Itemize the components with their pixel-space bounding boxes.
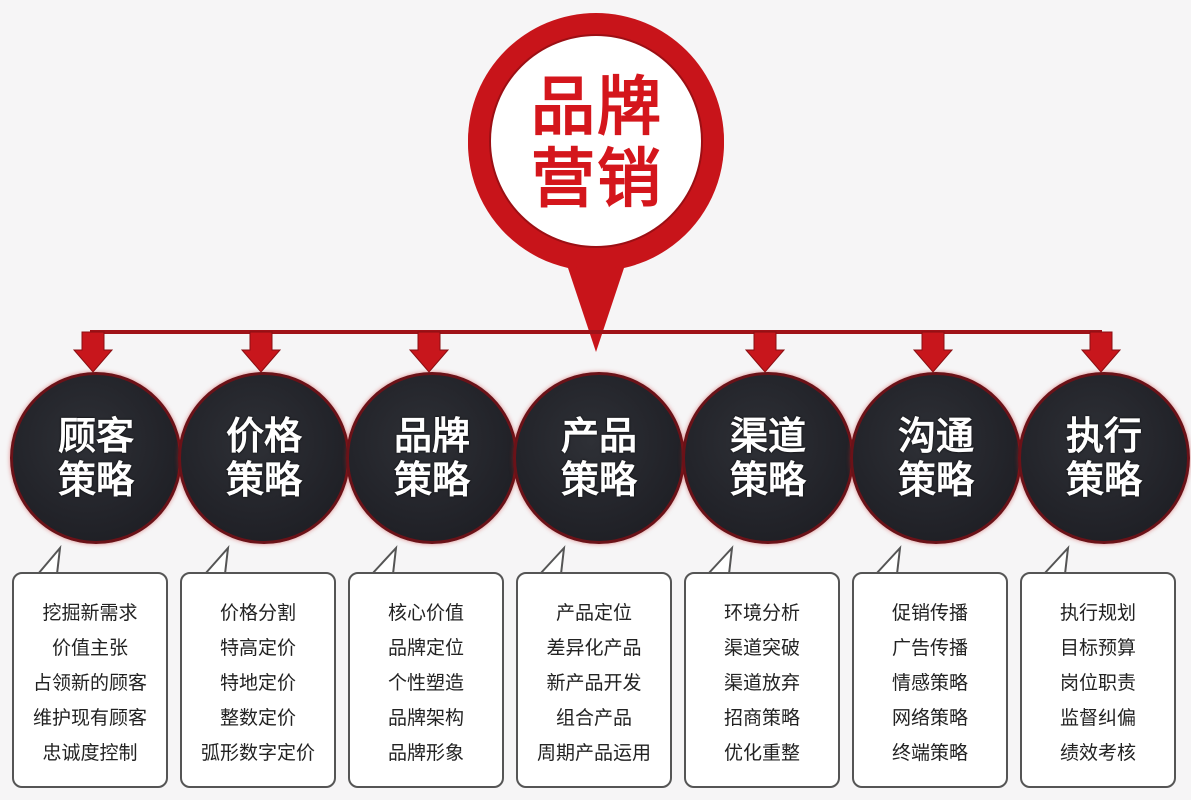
list-item: 情感策略 [891, 672, 968, 694]
title-line-1: 品牌 [531, 71, 663, 145]
list-item: 网络策略 [891, 707, 968, 729]
list-item: 周期产品运用 [536, 742, 651, 764]
list-item: 价格分割 [219, 602, 296, 624]
list-item: 促销传播 [891, 602, 968, 624]
list-item: 核心价值 [387, 602, 464, 624]
down-arrows [72, 331, 1122, 373]
list-item: 组合产品 [555, 707, 632, 729]
node-price-strategy: 价格 策略 [178, 372, 350, 544]
node-label-2: 策略 [57, 458, 134, 502]
node-label-2: 策略 [1065, 458, 1142, 502]
list-item: 招商策略 [723, 707, 800, 729]
list-item: 占领新的顾客 [32, 672, 147, 694]
node-brand-strategy: 品牌 策略 [346, 372, 518, 544]
list-item: 差异化产品 [546, 637, 642, 659]
box-price-strategy: 价格分割 特高定价 特地定价 整数定价 弧形数字定价 [180, 572, 336, 788]
central-title: 品牌 营销 [517, 72, 677, 216]
node-execution-strategy: 执行 策略 [1018, 372, 1190, 544]
box-customer-strategy: 挖掘新需求 价值主张 占领新的顾客 维护现有顾客 忠诚度控制 [12, 572, 168, 788]
node-label-1: 沟通 [897, 414, 974, 458]
node-communication-strategy: 沟通 策略 [850, 372, 1022, 544]
list-item: 环境分析 [723, 602, 800, 624]
node-label-1: 执行 [1065, 414, 1142, 458]
list-item: 监督纠偏 [1059, 707, 1136, 729]
node-product-strategy: 产品 策略 [513, 372, 685, 544]
bubble-tails [37, 544, 1070, 575]
list-item: 绩效考核 [1059, 742, 1136, 764]
title-line-2: 营销 [531, 143, 663, 217]
list-item: 特高定价 [219, 637, 296, 659]
list-item: 优化重整 [723, 742, 800, 764]
list-item: 价值主张 [51, 637, 128, 659]
box-product-strategy: 产品定位 差异化产品 新产品开发 组合产品 周期产品运用 [516, 572, 672, 788]
pin-badge [468, 13, 725, 353]
list-item: 岗位职责 [1059, 672, 1136, 694]
node-customer-strategy: 顾客 策略 [10, 372, 182, 544]
list-item: 渠道放弃 [723, 672, 800, 694]
list-item: 弧形数字定价 [200, 742, 315, 764]
node-label-2: 策略 [729, 458, 806, 502]
list-item: 品牌架构 [387, 707, 464, 729]
node-label-2: 策略 [560, 458, 637, 502]
list-item: 新产品开发 [546, 672, 642, 694]
node-label-2: 策略 [897, 458, 974, 502]
list-item: 特地定价 [219, 672, 296, 694]
list-item: 忠诚度控制 [42, 742, 138, 764]
list-item: 产品定位 [555, 602, 632, 624]
list-item: 渠道突破 [723, 637, 800, 659]
list-item: 个性塑造 [387, 672, 464, 694]
list-item: 目标预算 [1059, 637, 1136, 659]
list-item: 广告传播 [891, 637, 968, 659]
node-label-1: 品牌 [393, 414, 470, 458]
list-item: 整数定价 [219, 707, 296, 729]
list-item: 维护现有顾客 [32, 707, 147, 729]
list-item: 品牌形象 [387, 742, 464, 764]
node-label-1: 顾客 [57, 414, 134, 458]
box-brand-strategy: 核心价值 品牌定位 个性塑造 品牌架构 品牌形象 [348, 572, 504, 788]
box-channel-strategy: 环境分析 渠道突破 渠道放弃 招商策略 优化重整 [684, 572, 840, 788]
node-label-1: 渠道 [729, 414, 806, 458]
node-label-2: 策略 [393, 458, 470, 502]
node-label-1: 产品 [560, 414, 637, 458]
list-item: 执行规划 [1059, 602, 1136, 624]
list-item: 挖掘新需求 [42, 602, 138, 624]
node-label-2: 策略 [225, 458, 302, 502]
box-execution-strategy: 执行规划 目标预算 岗位职责 监督纠偏 绩效考核 [1020, 572, 1176, 788]
node-label-1: 价格 [225, 414, 302, 458]
list-item: 终端策略 [891, 742, 968, 764]
list-item: 品牌定位 [387, 637, 464, 659]
node-channel-strategy: 渠道 策略 [682, 372, 854, 544]
box-communication-strategy: 促销传播 广告传播 情感策略 网络策略 终端策略 [852, 572, 1008, 788]
